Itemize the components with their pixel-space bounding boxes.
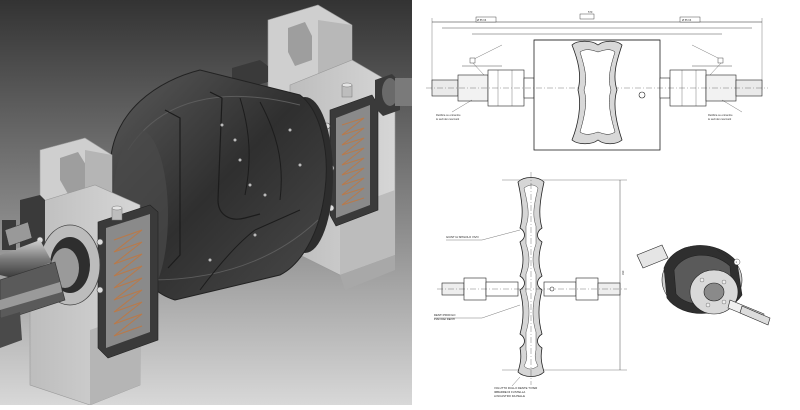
drive-shaft bbox=[0, 220, 66, 348]
side-caption-2: IMBARRE DI FUSTELLA bbox=[494, 390, 525, 394]
right-spring bbox=[341, 117, 365, 206]
isometric-view bbox=[636, 244, 771, 326]
top-view: 570 bbox=[426, 10, 768, 151]
left-shaft-tag: Ø 55 h6 bbox=[477, 18, 487, 22]
right-shaft-tag: Ø 55 h6 bbox=[682, 18, 692, 22]
side-caption-3: A INCASTRO DA PELLE bbox=[494, 394, 525, 398]
left-spring bbox=[113, 229, 143, 337]
side-label-teeth: GIUNTI A SPIGOLO VIVO bbox=[446, 235, 479, 239]
side-label-profile: DENTI PROFILO bbox=[434, 313, 456, 317]
iso-callout-number: 1 bbox=[736, 260, 738, 264]
technical-drawing: 570 bbox=[426, 10, 771, 398]
side-label-plane: PIAN DEI DENTI bbox=[434, 317, 455, 321]
overall-dimension: 570 bbox=[588, 10, 593, 14]
side-view bbox=[434, 172, 627, 387]
roller-assembly-render bbox=[0, 0, 412, 405]
right-note-line1: Rettifica su entrambe bbox=[708, 113, 733, 117]
side-caption-1: VOLUTTO RULLO DENTE TI PER bbox=[494, 386, 537, 390]
technical-drawing-panel: 570 bbox=[412, 0, 800, 405]
render-panel bbox=[0, 0, 412, 405]
right-note-line2: le sedi dei cuscinetti bbox=[708, 117, 732, 121]
left-note-line1: Rettifica su entrambe bbox=[436, 113, 461, 117]
left-note-line2: le sedi dei cuscinetti bbox=[436, 117, 460, 121]
side-height-dimension: 330 bbox=[621, 270, 625, 275]
